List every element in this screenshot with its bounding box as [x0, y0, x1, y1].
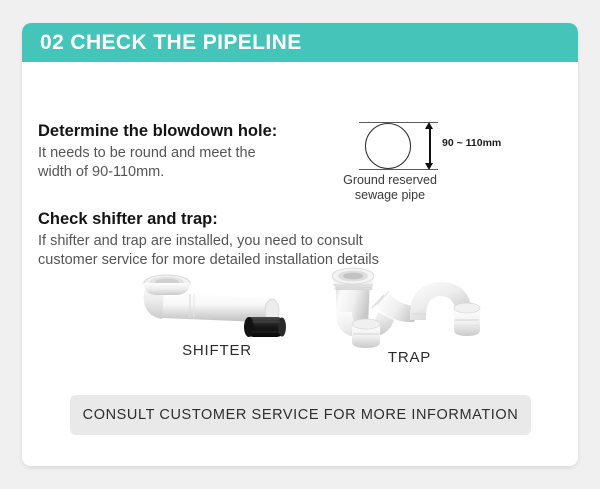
consult-customer-service-button[interactable]: CONSULT CUSTOMER SERVICE FOR MORE INFORM…	[70, 395, 531, 435]
arrow-down-head-icon	[425, 163, 433, 170]
shifter-icon	[143, 274, 286, 337]
dimension-arrow-icon	[424, 122, 436, 170]
product-label-trap: TRAP	[387, 349, 432, 366]
section-heading-shifter-trap: Check shifter and trap:	[38, 210, 218, 228]
section-heading-blowdown-hole: Determine the blowdown hole:	[38, 122, 278, 140]
diagram-extension-line-top	[359, 122, 438, 123]
dimension-arrow-shaft	[429, 126, 431, 166]
diagram-caption: Ground reserved sewage pipe	[343, 173, 437, 202]
trap-icon	[331, 267, 481, 348]
card-header-bar: 02 CHECK THE PIPELINE	[22, 23, 578, 62]
blowdown-hole-diagram: 90 ~ 110mm Ground reserved sewage pipe	[332, 116, 512, 212]
product-shifter: SHIFTER	[132, 272, 302, 367]
dimension-label: 90 ~ 110mm	[442, 137, 502, 149]
section-body-blowdown-hole: It needs to be round and meet the width …	[38, 145, 256, 180]
page-title: 02 CHECK THE PIPELINE	[40, 30, 302, 54]
card-body: Determine the blowdown hole: It needs to…	[22, 62, 578, 466]
diagram-extension-line-bottom	[359, 169, 438, 170]
product-label-shifter: SHIFTER	[182, 342, 252, 359]
section-body-shifter-trap: If shifter and trap are installed, you n…	[38, 233, 379, 268]
pipe-circle-icon	[365, 123, 411, 169]
instruction-card: 02 CHECK THE PIPELINE Determine the blow…	[22, 23, 578, 466]
product-trap: TRAP	[322, 264, 497, 369]
arrow-up-head-icon	[425, 122, 433, 129]
